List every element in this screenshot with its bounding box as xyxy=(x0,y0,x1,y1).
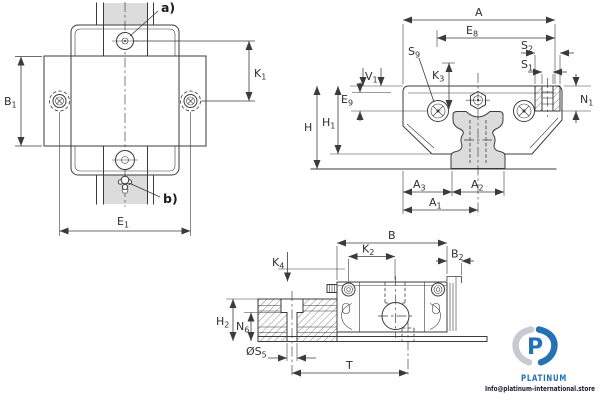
grease-nipple xyxy=(117,175,133,194)
dim-label-s9: S9 xyxy=(408,45,420,60)
dim-s5: ØS5 xyxy=(246,343,316,362)
dim-t: T xyxy=(292,359,408,377)
dim-b: B xyxy=(336,229,448,280)
svg-text:b): b) xyxy=(163,191,178,206)
dim-h2: H2 xyxy=(216,298,258,341)
dim-label-s2: S2 xyxy=(521,39,533,54)
dim-label-k3: K3 xyxy=(432,69,444,84)
carriage-top-geometry xyxy=(43,2,207,207)
dim-label-k1: K1 xyxy=(254,67,266,82)
dim-a3-a2-a1: A3 A2 A1 xyxy=(402,171,505,214)
svg-text:P: P xyxy=(527,335,543,360)
dim-e9: E9 xyxy=(341,82,427,121)
platinum-logo-mark: P xyxy=(512,326,558,366)
seal-plates-right xyxy=(446,276,462,331)
dim-e1: E1 xyxy=(59,112,191,236)
svg-text:a): a) xyxy=(161,0,175,15)
dim-label-e8: E8 xyxy=(466,24,478,39)
grease-fitting-right xyxy=(431,282,445,297)
top-view: K1 B1 E1 a) b) xyxy=(4,0,266,236)
brand-email: Info@platinum-international.store xyxy=(485,385,595,393)
dim-n1: N1 xyxy=(561,74,593,123)
side-view: B K2 B2 K4 H2 N6 xyxy=(216,229,488,377)
dim-s2: S2 xyxy=(521,39,574,84)
dim-k3: K3 xyxy=(432,62,455,109)
dim-label-e1: E1 xyxy=(117,215,129,230)
dim-label-e9: E9 xyxy=(341,93,353,108)
dim-label-a3: A3 xyxy=(413,178,426,193)
rail-side-section xyxy=(257,291,338,377)
lube-port-hole-bottom xyxy=(112,150,138,170)
dim-label-b1: B1 xyxy=(4,95,17,110)
mounting-screw-left xyxy=(49,90,70,112)
dim-label-v1: V1 xyxy=(365,70,378,85)
dim-h1: H1 xyxy=(322,86,431,155)
dim-label-s5: ØS5 xyxy=(246,345,267,360)
dim-k1: K1 xyxy=(134,40,266,102)
dim-e8: E8 xyxy=(436,24,555,47)
brand-logo: P PLATINUM Info@platinum-international.s… xyxy=(485,326,595,393)
rail-base-lines xyxy=(257,322,488,377)
callout-a: a) xyxy=(129,0,175,37)
dim-label-n1: N1 xyxy=(580,93,593,108)
dim-label-b2: B2 xyxy=(451,248,464,263)
dim-label-a: A xyxy=(475,6,483,19)
front-view: A E8 S2 S1 N1 S xyxy=(304,6,593,216)
dim-s1: S1 xyxy=(521,58,567,84)
dim-s9: S9 xyxy=(408,45,435,103)
side-nipple xyxy=(326,284,338,293)
dim-label-a1: A1 xyxy=(429,196,442,211)
lube-nut-port xyxy=(534,78,561,117)
dim-n6: N6 xyxy=(236,312,281,341)
grease-fitting-left xyxy=(341,282,356,297)
dim-label-k4: K4 xyxy=(272,256,284,271)
dim-h: H xyxy=(304,86,321,169)
dim-k4: K4 xyxy=(272,252,345,282)
brand-name: PLATINUM xyxy=(521,374,567,384)
dim-label-n6: N6 xyxy=(236,320,249,335)
callout-b: b) xyxy=(128,182,178,206)
end-cap-screw-left xyxy=(427,100,449,122)
dim-label-h2: H2 xyxy=(216,315,229,330)
dim-label-s1: S1 xyxy=(521,58,533,73)
mounting-screw-right xyxy=(180,90,201,112)
dim-label-a2: A2 xyxy=(471,178,484,193)
lube-port-hole-top xyxy=(112,32,138,50)
dim-label-t: T xyxy=(345,359,353,372)
dim-label-k2: K2 xyxy=(362,243,374,258)
dim-b2: B2 xyxy=(436,248,474,275)
dim-label-h: H xyxy=(304,121,312,134)
dim-b1: B1 xyxy=(4,56,42,147)
dim-v1: V1 xyxy=(350,68,403,93)
end-cap-screw-right xyxy=(513,100,535,122)
dim-k2: K2 xyxy=(348,243,396,281)
dim-label-h1: H1 xyxy=(322,116,335,131)
dim-label-b: B xyxy=(388,229,396,242)
